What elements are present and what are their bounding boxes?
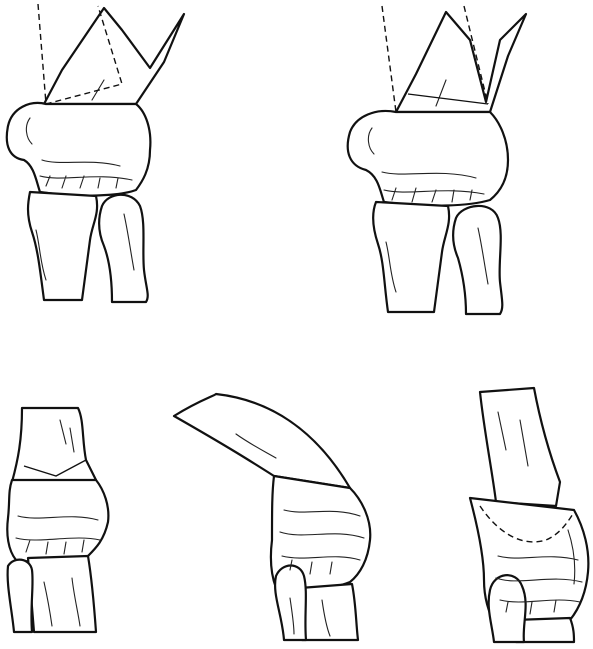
upper-shaft (12, 408, 96, 482)
upper-shaft (396, 12, 526, 112)
joint-block (7, 103, 151, 196)
upper-shaft-curved (174, 394, 350, 488)
lower-bone-main (373, 202, 449, 312)
lower-bone-main (28, 192, 97, 300)
upper-shaft (480, 388, 560, 506)
joint-block (7, 480, 108, 562)
panel-top-right (348, 6, 526, 314)
panel-bottom-middle (174, 394, 370, 640)
upper-shaft (44, 8, 184, 104)
panel-top-left (7, 4, 184, 302)
lower-bone-small (99, 195, 147, 302)
lower-bone-small (8, 560, 33, 632)
panel-bottom-right (470, 388, 588, 642)
lower-bone-small (453, 206, 502, 314)
panel-bottom-left (7, 408, 108, 632)
lower-bone-main (28, 556, 96, 632)
